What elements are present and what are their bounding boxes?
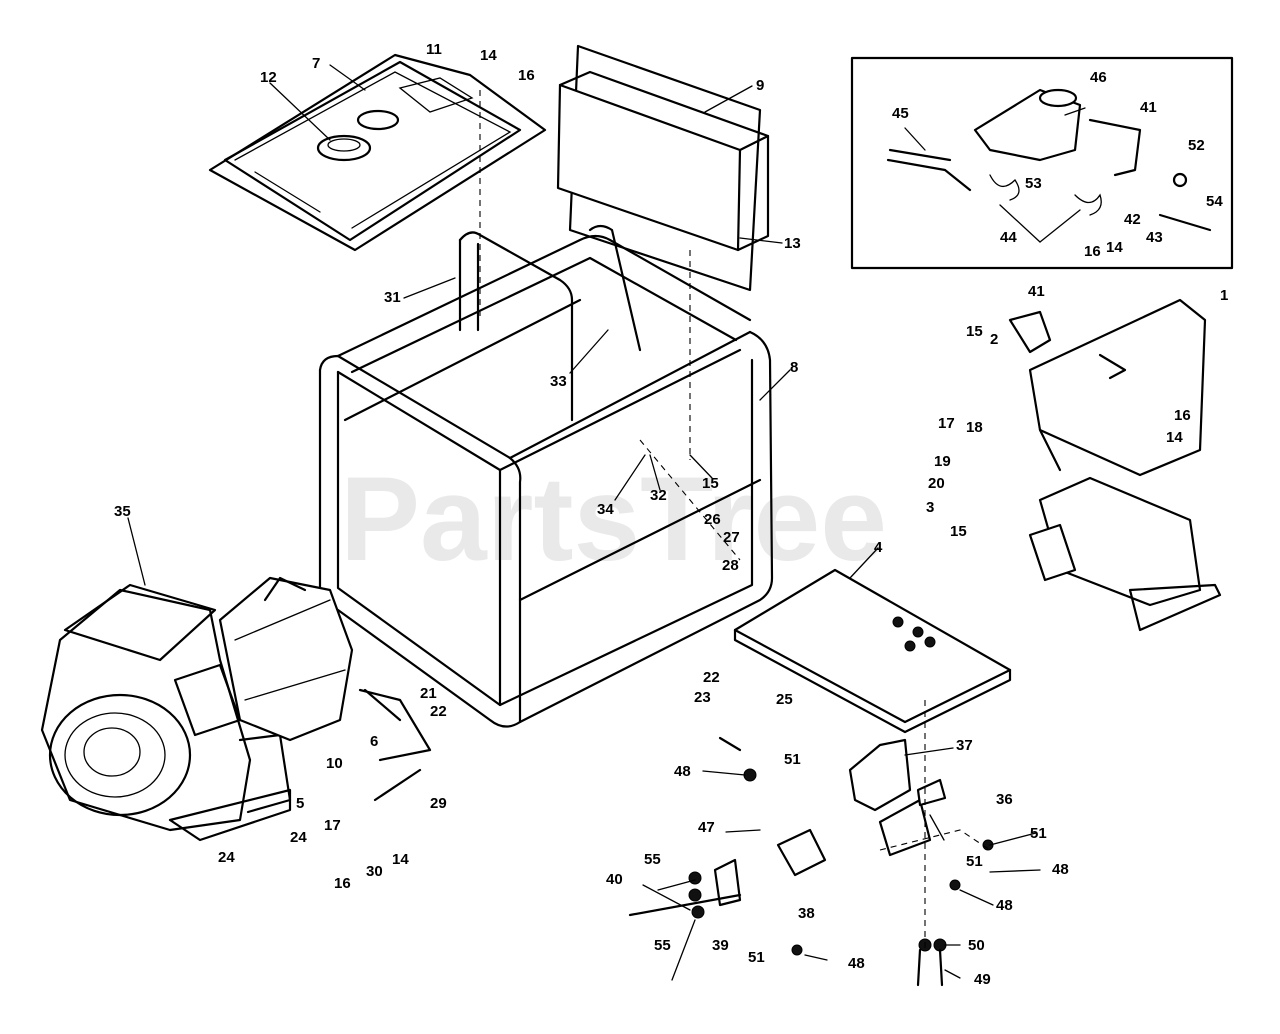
label-25: 25	[776, 691, 793, 708]
label-41: 41	[1140, 99, 1157, 116]
label-41: 41	[1028, 283, 1045, 300]
label-32: 32	[650, 487, 667, 504]
label-29: 29	[430, 795, 447, 812]
label-54: 54	[1206, 193, 1223, 210]
label-11: 11	[426, 41, 442, 58]
label-12: 12	[260, 69, 277, 86]
label-23: 23	[694, 689, 711, 706]
part-number-labels: 7 11 14 16 12 9 13 31 33 8 15 32 34 35 2…	[114, 41, 1228, 988]
label-40: 40	[606, 871, 623, 888]
label-50: 50	[968, 937, 985, 954]
label-7: 7	[312, 55, 320, 72]
label-4: 4	[874, 539, 883, 556]
label-10: 10	[326, 755, 343, 772]
label-17: 17	[938, 415, 955, 432]
label-16: 16	[1084, 243, 1101, 260]
label-16: 16	[334, 875, 351, 892]
label-49: 49	[974, 971, 991, 988]
label-48: 48	[674, 763, 691, 780]
label-48: 48	[996, 897, 1013, 914]
alternator-part	[218, 576, 432, 762]
label-47: 47	[698, 819, 715, 836]
label-15: 15	[966, 323, 983, 340]
label-8: 8	[790, 359, 798, 376]
label-14: 14	[1166, 429, 1183, 446]
label-30: 30	[366, 863, 383, 880]
label-38: 38	[798, 905, 815, 922]
mount-brackets	[363, 688, 994, 987]
label-27: 27	[723, 529, 740, 546]
label-35: 35	[114, 503, 131, 520]
label-17: 17	[324, 817, 341, 834]
label-39: 39	[712, 937, 729, 954]
label-14: 14	[392, 851, 409, 868]
label-53: 53	[1025, 175, 1042, 192]
label-3: 3	[926, 499, 934, 516]
leader-lines	[127, 64, 1086, 981]
label-48: 48	[1052, 861, 1069, 878]
label-13: 13	[784, 235, 801, 252]
label-33: 33	[550, 373, 567, 390]
base-plate-part	[733, 568, 1012, 734]
label-51: 51	[784, 751, 801, 768]
label-51: 51	[1030, 825, 1047, 842]
label-22: 22	[703, 669, 720, 686]
label-15: 15	[950, 523, 967, 540]
label-9: 9	[756, 77, 764, 94]
label-51: 51	[966, 853, 983, 870]
control-box-part	[556, 44, 770, 292]
label-16: 16	[1174, 407, 1191, 424]
label-45: 45	[892, 105, 909, 122]
label-48: 48	[848, 955, 865, 972]
label-28: 28	[722, 557, 739, 574]
label-1: 1	[1220, 287, 1228, 304]
label-46: 46	[1090, 69, 1107, 86]
label-55: 55	[644, 851, 661, 868]
label-42: 42	[1124, 211, 1141, 228]
inset-detail-box	[850, 56, 1234, 270]
label-2: 2	[990, 331, 998, 348]
label-16: 16	[518, 67, 535, 84]
label-24: 24	[218, 849, 235, 866]
fuel-tank-part	[208, 53, 547, 252]
label-14: 14	[480, 47, 497, 64]
label-19: 19	[934, 453, 951, 470]
label-36: 36	[996, 791, 1013, 808]
end-bell-part	[1008, 298, 1222, 632]
label-24: 24	[290, 829, 307, 846]
label-15: 15	[702, 475, 719, 492]
engine-part	[40, 583, 292, 842]
label-21: 21	[420, 685, 437, 702]
label-22: 22	[430, 703, 447, 720]
label-18: 18	[966, 419, 983, 436]
label-6: 6	[370, 733, 378, 750]
label-5: 5	[296, 795, 304, 812]
label-55: 55	[654, 937, 671, 954]
label-52: 52	[1188, 137, 1205, 154]
label-51: 51	[748, 949, 765, 966]
label-14: 14	[1106, 239, 1123, 256]
label-31: 31	[384, 289, 401, 306]
label-26: 26	[704, 511, 721, 528]
watermark-text: PartsTree	[340, 452, 887, 586]
label-44: 44	[1000, 229, 1017, 246]
label-43: 43	[1146, 229, 1163, 246]
label-37: 37	[956, 737, 973, 754]
label-20: 20	[928, 475, 945, 492]
label-34: 34	[597, 501, 614, 518]
